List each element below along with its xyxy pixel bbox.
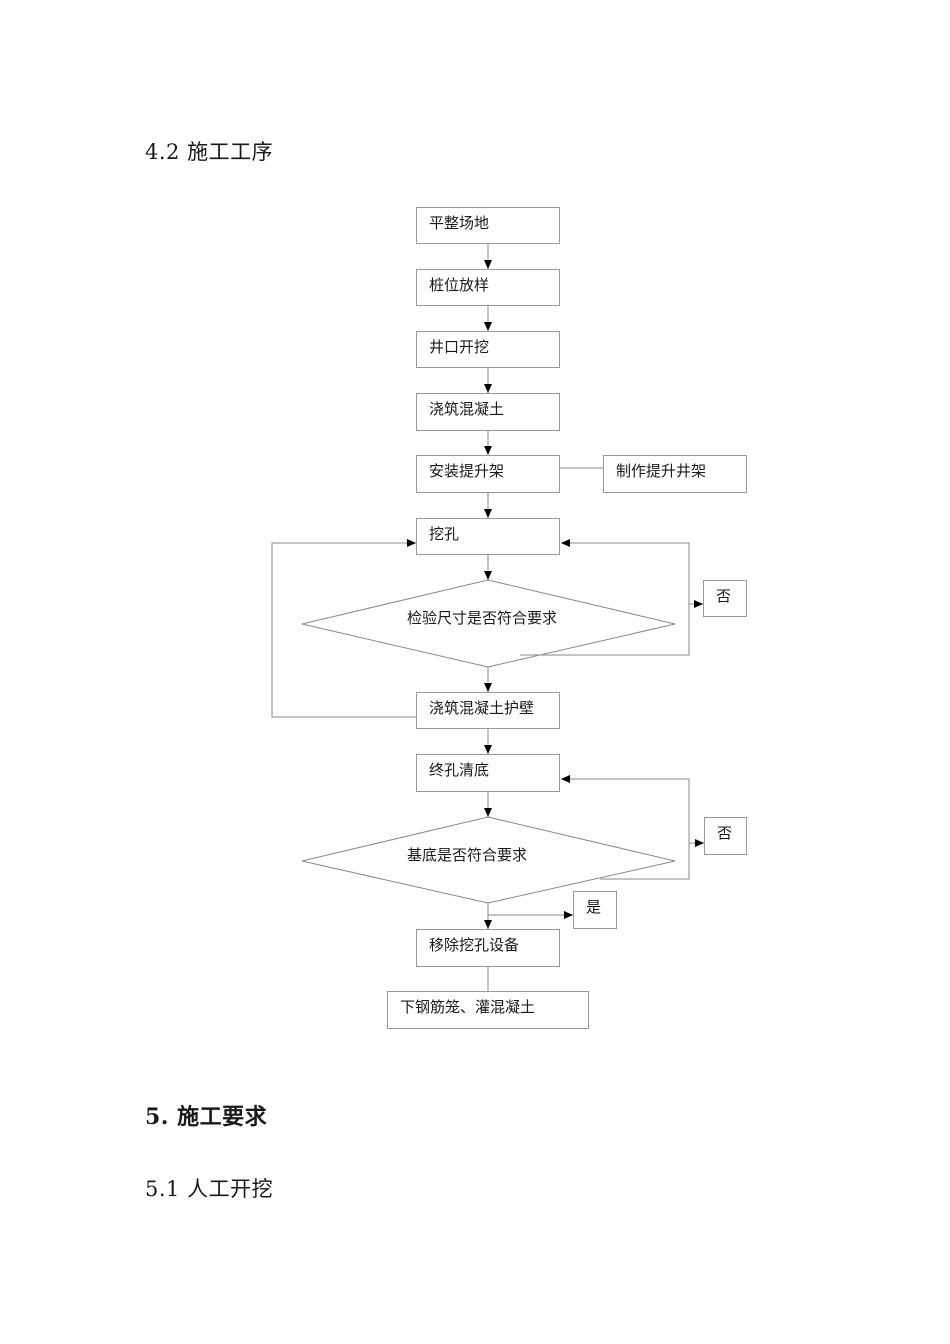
loop-left: [271, 539, 416, 718]
decision-diamond-2: [301, 816, 676, 904]
label-no-2: 否: [704, 817, 747, 855]
step-remove-equipment: 移除挖孔设备: [416, 929, 560, 967]
decision-diamond-1: [301, 579, 676, 668]
loop-right-2: [561, 775, 690, 880]
step-final-clean: 终孔清底: [416, 754, 560, 792]
step-make-hoist: 制作提升井架: [603, 455, 747, 493]
step-dig-hole: 挖孔: [416, 518, 560, 555]
step-install-hoist: 安装提升架: [416, 455, 560, 493]
loop-right-1: [520, 539, 690, 656]
section-heading-5: 5. 施工要求: [145, 1104, 268, 1130]
step-cage-concrete: 下钢筋笼、灌混凝土: [387, 991, 589, 1029]
decision-check-size: 检验尺寸是否符合要求: [407, 609, 558, 627]
section-heading-4-2: 4.2 施工工序: [145, 140, 274, 164]
step-level-site: 平整场地: [416, 207, 560, 244]
step-pile-setout: 桩位放样: [416, 269, 560, 306]
decision-check-base: 基底是否符合要求: [407, 846, 528, 864]
section-heading-5-1: 5.1 人工开挖: [145, 1177, 274, 1201]
step-wellhead-excavation: 井口开挖: [416, 331, 560, 368]
label-yes: 是: [573, 891, 617, 929]
step-pour-concrete: 浇筑混凝土: [416, 393, 560, 431]
label-no-1: 否: [703, 580, 747, 617]
step-pour-wall: 浇筑混凝土护壁: [416, 692, 560, 729]
